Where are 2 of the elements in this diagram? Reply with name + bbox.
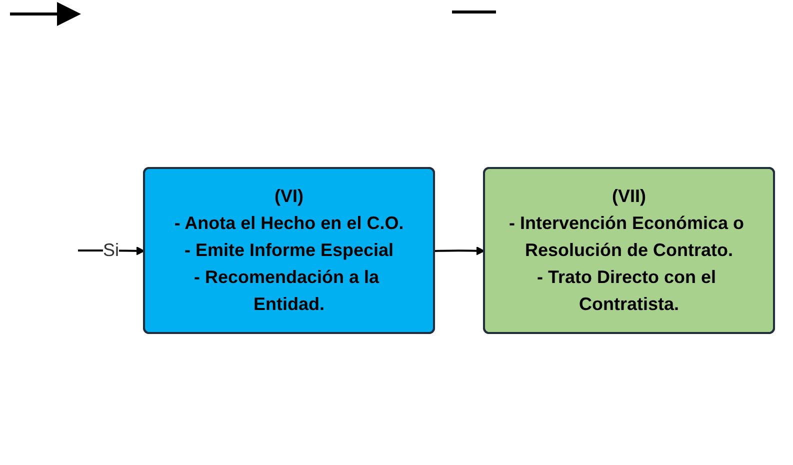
edge-label: Si (103, 240, 120, 260)
arrow (434, 246, 486, 255)
